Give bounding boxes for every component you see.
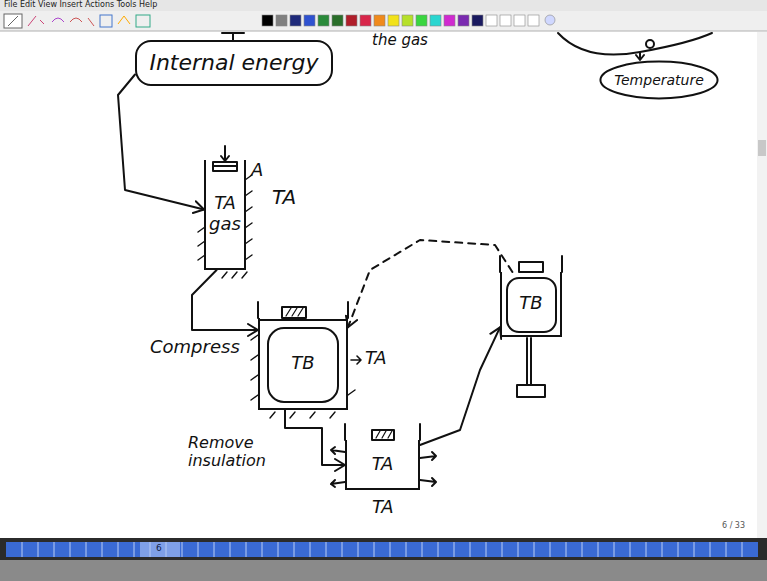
- cylinder-on-stand: [500, 256, 562, 397]
- page-strip: [6, 542, 758, 557]
- node-text: Temperature: [614, 72, 704, 88]
- scrollbar: [757, 32, 767, 538]
- node-text: gas: [209, 214, 241, 235]
- tool-icons: [4, 14, 150, 28]
- pointer-arrow: [636, 53, 644, 60]
- step-label: Remove insulation: [188, 434, 284, 471]
- current-page: [140, 542, 180, 557]
- gas-cylinder: TAgas: [204, 160, 246, 270]
- gas-cylinder: TB: [258, 318, 348, 410]
- menu-bar: File Edit View Insert Actions Tools Help: [4, 0, 157, 9]
- gas-cylinder: TA: [345, 440, 420, 490]
- process-arrow: [420, 327, 500, 445]
- node-text: TA: [372, 454, 394, 475]
- page-separators: [22, 542, 742, 557]
- area-label: A: [251, 160, 263, 181]
- concept-box: Internal energy: [135, 40, 333, 86]
- insulated-cylinder: [251, 302, 361, 418]
- concept-oval: Temperature: [598, 60, 720, 100]
- gas-cylinder: TB: [500, 272, 562, 337]
- pen-mark: [222, 33, 244, 40]
- process-arrow: [285, 410, 345, 465]
- brace-curve: [558, 33, 712, 55]
- temperature-label: TA: [372, 497, 394, 518]
- scroll-thumb: [758, 140, 766, 156]
- pen-loop: [646, 40, 654, 48]
- color-swatches: [262, 15, 555, 26]
- process-arrow: [118, 75, 204, 210]
- node-text: Internal energy: [149, 50, 318, 75]
- status-footer: [0, 560, 767, 581]
- note-text: the gas: [372, 32, 428, 49]
- page-number: 6: [156, 543, 162, 553]
- temperature-label: TA: [365, 348, 387, 369]
- node-text: TB: [291, 353, 314, 374]
- process-arrow: [192, 270, 258, 330]
- page-counter: 6 / 33: [722, 521, 745, 530]
- node-text: TB: [519, 293, 542, 314]
- status-bar: [0, 538, 767, 581]
- node-text: TA: [214, 193, 236, 214]
- process-arrow: [348, 240, 512, 327]
- step-label: Compress: [150, 337, 240, 358]
- piston-cylinder: [198, 146, 252, 278]
- temperature-label: TA: [272, 186, 296, 209]
